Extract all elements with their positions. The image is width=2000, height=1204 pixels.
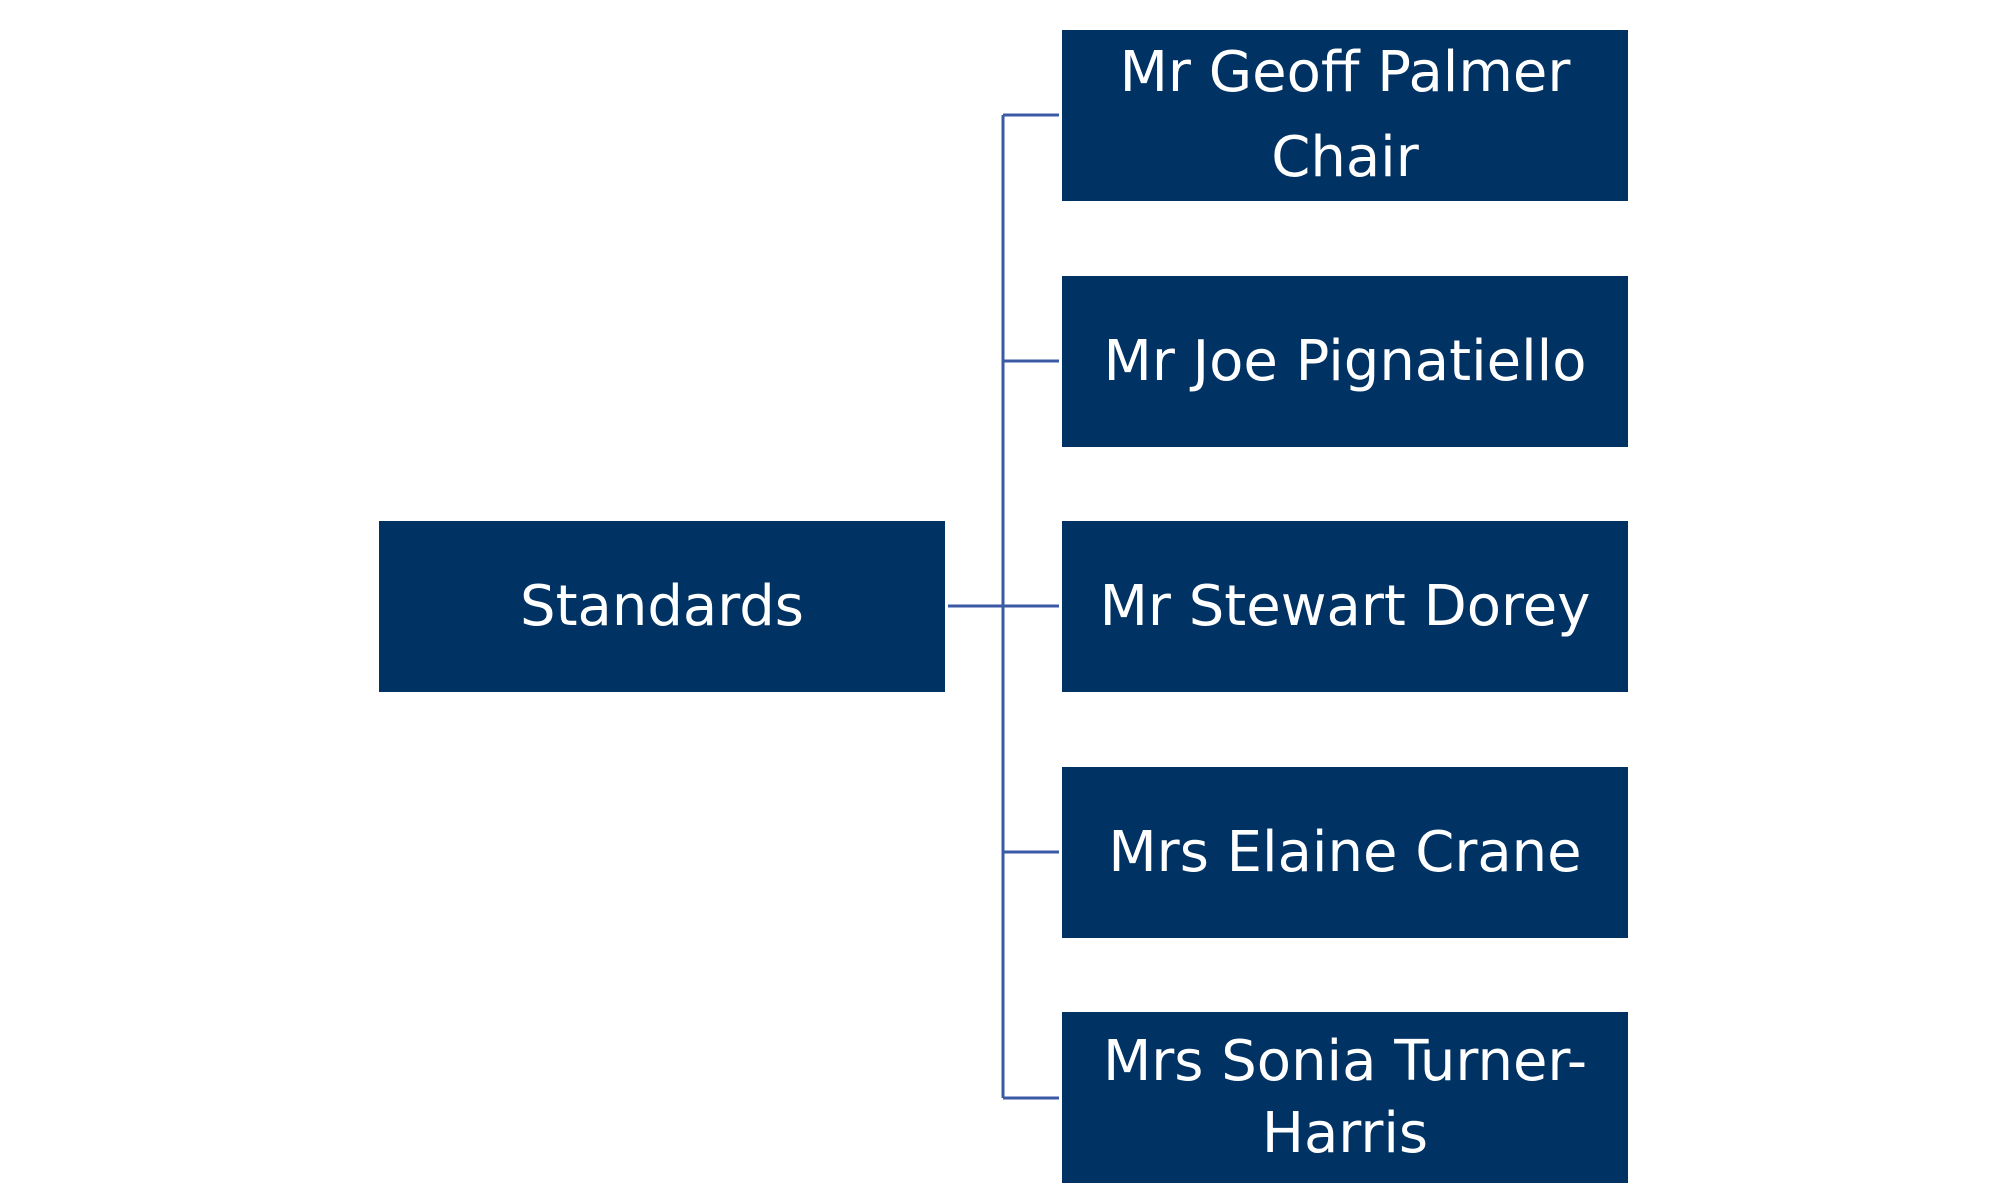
root-node-standards: Standards <box>379 521 945 692</box>
root-label: Standards <box>520 573 804 639</box>
member-name: Mr Joe Pignatiello <box>1103 328 1587 394</box>
member-name: Mrs Elaine Crane <box>1108 819 1582 885</box>
member-node: Mr Joe Pignatiello <box>1062 276 1628 447</box>
member-name: Mr Geoff Palmer <box>1119 39 1571 105</box>
member-role: Chair <box>1271 125 1419 191</box>
member-name: Mr Stewart Dorey <box>1099 573 1591 639</box>
member-node: Mrs Sonia Turner- Harris <box>1062 1012 1628 1183</box>
member-name-line-2: Harris <box>1261 1100 1429 1166</box>
member-node: Mr Stewart Dorey <box>1062 521 1628 692</box>
member-node: Mrs Elaine Crane <box>1062 767 1628 938</box>
member-name-line-1: Mrs Sonia Turner- <box>1102 1028 1588 1094</box>
member-node-chair: Mr Geoff Palmer Chair <box>1062 30 1628 201</box>
